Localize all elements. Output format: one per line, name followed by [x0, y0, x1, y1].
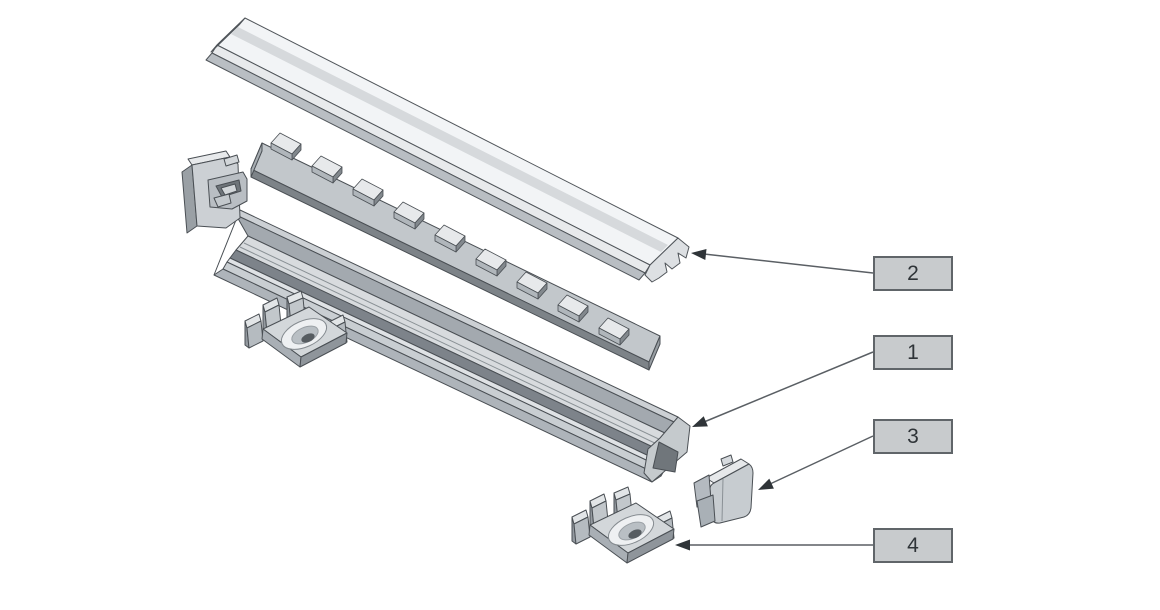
callout-label: 4 [907, 533, 919, 557]
led-strip [250, 132, 661, 371]
callout-label: 2 [907, 261, 919, 285]
end-cap-left [181, 150, 248, 234]
diffuser-cover [205, 17, 690, 283]
callout-box-2: 2 [873, 256, 953, 291]
end-cap-right [693, 454, 754, 528]
callout-label: 1 [907, 340, 919, 364]
callout-box-4: 4 [873, 528, 953, 563]
callout-box-3: 3 [873, 419, 953, 454]
arrowhead-icon [691, 249, 707, 260]
callout-leader-2 [691, 249, 874, 274]
arrowhead-icon [675, 539, 690, 551]
callout-leader-4 [675, 539, 873, 551]
mounting-clip-right [571, 486, 675, 564]
callout-leader-1 [692, 351, 874, 427]
callout-leader-3 [758, 435, 874, 490]
arrowhead-icon [692, 416, 708, 427]
callout-box-1: 1 [873, 335, 953, 370]
callout-label: 3 [907, 424, 919, 448]
arrowhead-icon [758, 478, 774, 490]
led-chip [270, 132, 630, 346]
